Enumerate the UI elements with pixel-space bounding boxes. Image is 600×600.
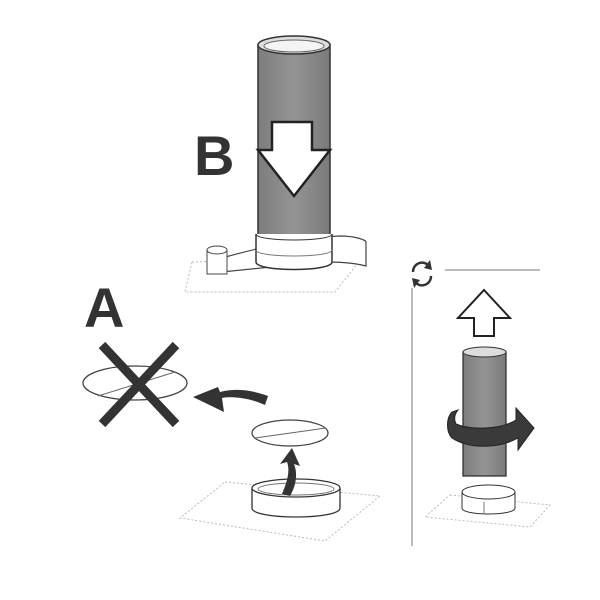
lifted-ring <box>251 419 329 447</box>
end-cap <box>461 484 516 515</box>
rotate-arrow-icon <box>447 406 535 452</box>
refresh-icon <box>411 260 433 288</box>
pipe-b <box>255 35 333 271</box>
step-label-a: A <box>84 276 125 339</box>
cross-icon <box>98 341 180 428</box>
lift-arrow <box>280 448 300 496</box>
step-label-b: B <box>194 124 235 187</box>
up-arrow-icon <box>455 288 513 337</box>
base-collar <box>251 478 341 518</box>
step-a-floor <box>178 481 382 542</box>
remove-arrow <box>193 387 268 412</box>
pipe-rotate <box>462 346 507 477</box>
down-arrow-icon <box>255 120 333 199</box>
